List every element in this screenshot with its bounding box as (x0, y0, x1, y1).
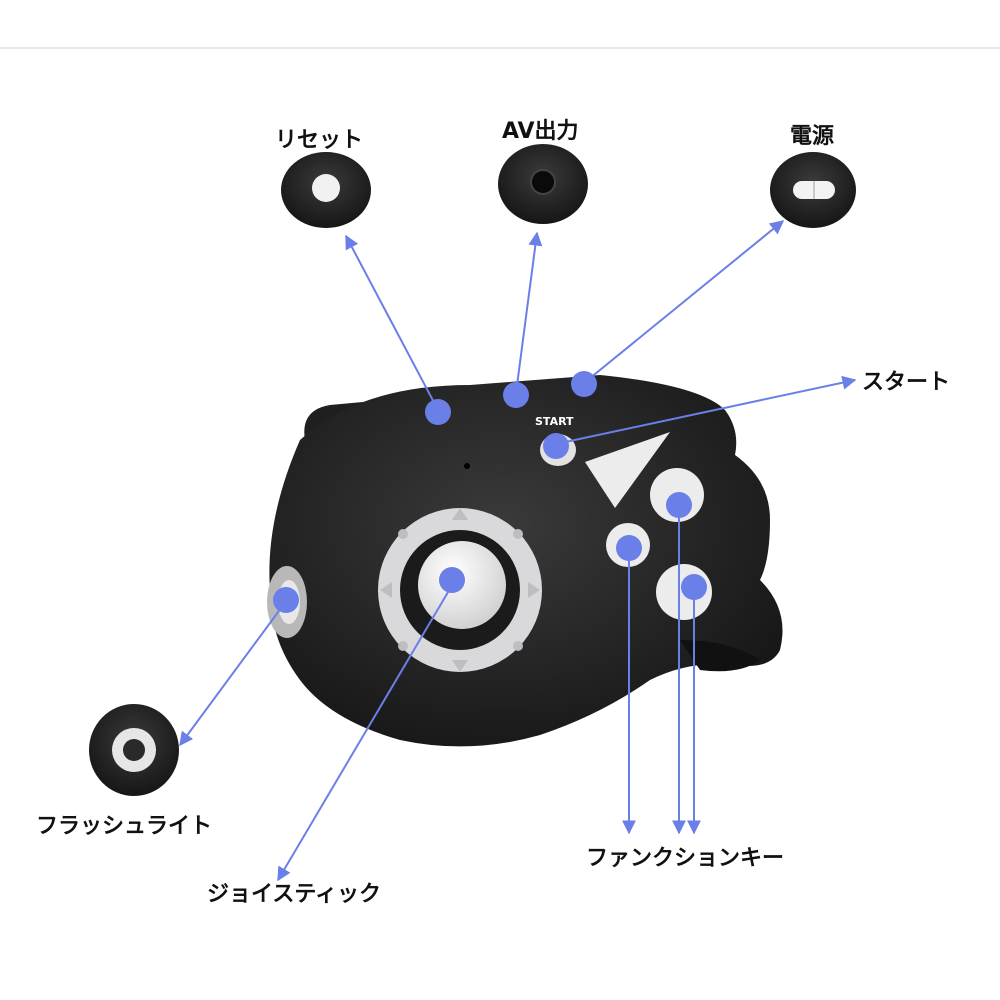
av-jack-hole (530, 169, 556, 195)
callout-dots (273, 371, 707, 613)
flashlight-lens-center (123, 739, 145, 761)
power-callout-line (583, 220, 785, 384)
reset-label: リセット (275, 128, 363, 153)
av-out-label: AV出力 (502, 119, 579, 144)
flashlight-inset (89, 704, 179, 796)
flashlight-callout-dot (273, 587, 299, 613)
flashlight-callout-line (179, 599, 288, 747)
reset-button-cap (312, 174, 340, 202)
start-label: スタート (862, 370, 950, 395)
reset-inset (281, 152, 371, 228)
joystick-label: ジョイスティック (207, 882, 381, 907)
shell-shadow (680, 640, 760, 672)
dpad-dot-ur (513, 529, 523, 539)
av-callout-line (515, 231, 543, 394)
start-callout-line (555, 375, 857, 445)
reset-callout-dot (425, 399, 451, 425)
joystick-callout-line (277, 581, 455, 882)
av-inset (498, 144, 588, 224)
power-callout-dot (571, 371, 597, 397)
mic-hole (464, 463, 470, 469)
callout-lines (179, 220, 857, 882)
power-inset (770, 152, 856, 228)
joystick-callout-dot (439, 567, 465, 593)
function-callout-dot-2 (666, 492, 692, 518)
dpad-dot-lr (513, 641, 523, 651)
dpad-left-icon (380, 582, 392, 598)
power-label: 電源 (790, 124, 834, 149)
function-callout-dot-3 (681, 574, 707, 600)
flashlight-label: フラッシュライト (36, 814, 212, 839)
dpad-dot-ll (398, 641, 408, 651)
start-print: START (535, 415, 574, 428)
dpad-up-icon (452, 508, 468, 520)
triangle-button[interactable] (585, 432, 670, 508)
function-callout-dot-1 (616, 535, 642, 561)
function-keys-label: ファンクションキー (586, 846, 784, 871)
dpad-right-icon (528, 582, 540, 598)
game-controller-device: START (267, 375, 783, 747)
av-callout-dot (503, 382, 529, 408)
dpad-dot-ul (398, 529, 408, 539)
dpad-down-icon (452, 660, 468, 672)
start-callout-dot (543, 433, 569, 459)
reset-callout-line (345, 234, 439, 411)
